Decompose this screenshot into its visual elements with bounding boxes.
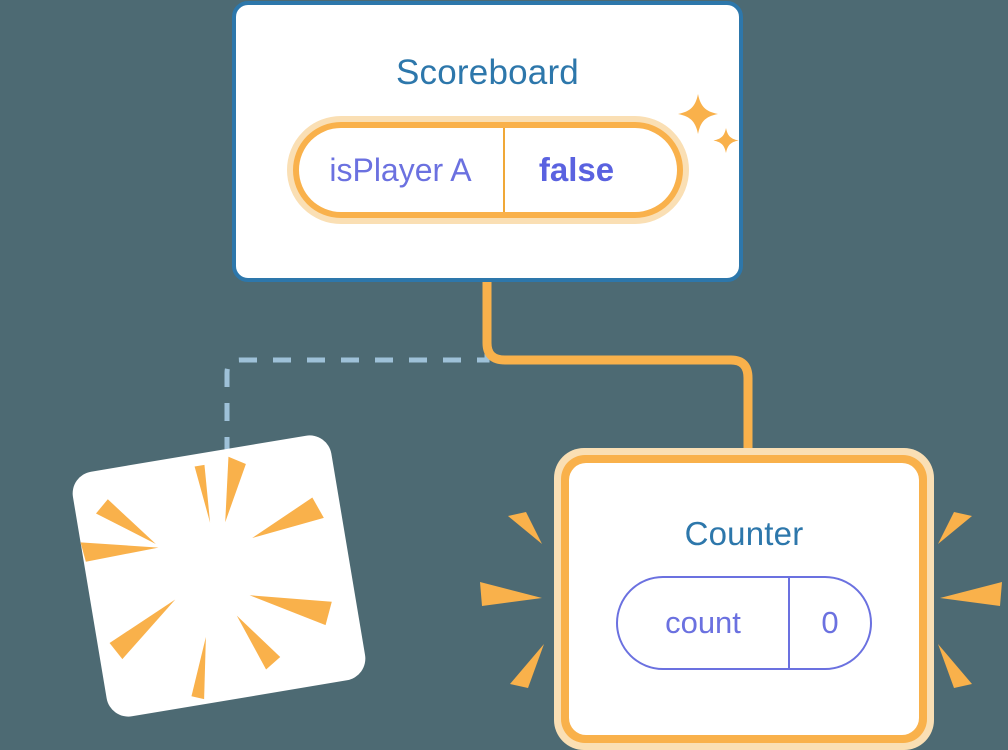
scoreboard-card[interactable]: Scoreboard isPlayer A false [232,1,743,282]
burst-rays-icon [80,456,332,700]
scoreboard-state-key: isPlayer A [329,151,472,188]
scoreboard-state-row-highlight[interactable]: isPlayer A false [286,116,689,224]
scoreboard-state-value: false [502,128,649,212]
counter-state-key: count [665,605,741,640]
counter-card[interactable]: Counter count 0 [554,448,934,750]
counter-card-body: Counter count 0 [569,463,919,735]
counter-left-rays-icon [480,512,544,688]
counter-state-row-wrap: count 0 [569,576,919,670]
counter-right-rays-icon [938,512,1002,688]
connector-scoreboard-to-burst-card [224,284,490,472]
counter-title: Counter [684,515,804,552]
counter-state-value: 0 [788,578,870,668]
counter-card-highlight-ring: Counter count 0 [561,455,927,743]
connector-scoreboard-to-counter [482,282,753,460]
counter-state-row[interactable]: count 0 [616,576,872,670]
sparkle-icon [678,94,739,153]
scoreboard-state-row-wrap: isPlayer A false [236,116,739,224]
burst-card[interactable] [69,432,369,720]
scoreboard-state-row[interactable]: isPlayer A false [298,128,677,212]
scoreboard-title: Scoreboard [396,53,579,92]
